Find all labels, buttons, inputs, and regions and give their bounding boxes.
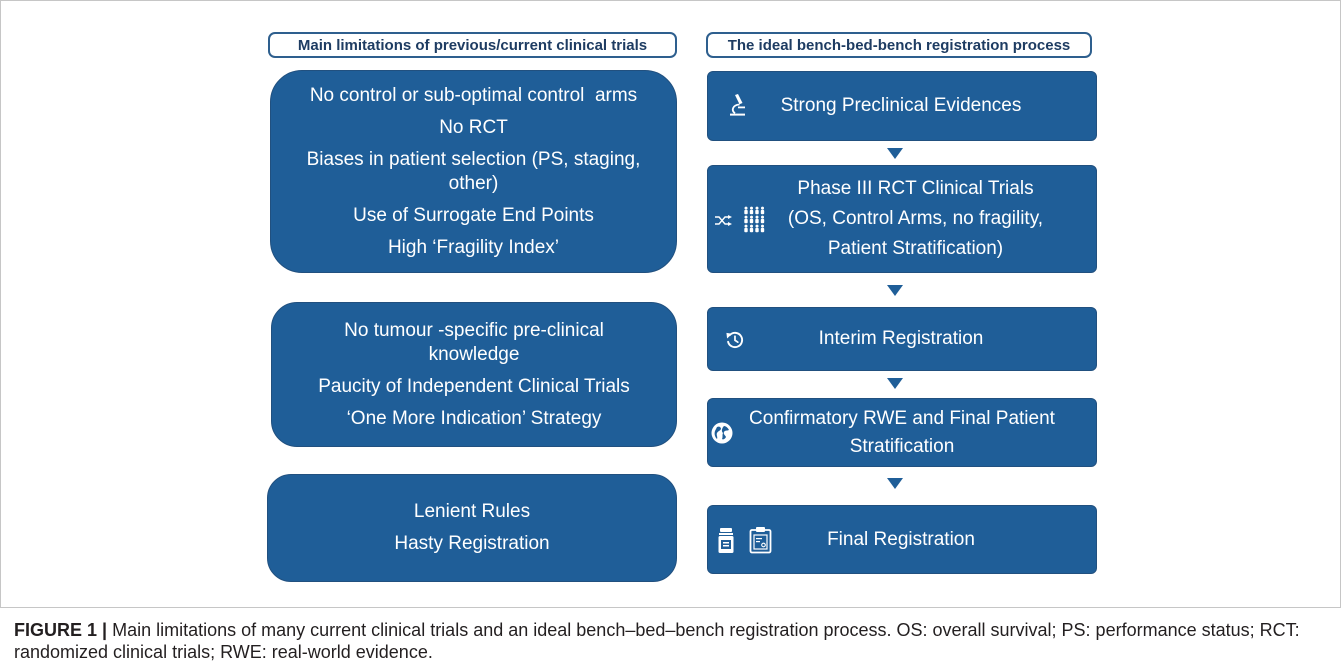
- history-icon: [725, 330, 744, 349]
- step-final-registration: Final Registration: [707, 505, 1097, 574]
- limitation-item: No tumour -specific pre-clinical knowled…: [344, 319, 604, 365]
- medicine-bottle-icon-graphic: [718, 528, 734, 553]
- down-arrow-icon: [887, 378, 903, 389]
- step-label: Phase III RCT Clinical Trials (OS, Contr…: [787, 178, 1044, 259]
- limitation-item: Biases in patient selection (PS, staging…: [306, 148, 641, 194]
- step-preclinical-evidence: Strong Preclinical Evidences: [707, 71, 1097, 141]
- step-label: Final Registration: [827, 528, 975, 550]
- medicine-bottle-icon: [718, 528, 734, 553]
- step-phase-iii-rct: Phase III RCT Clinical Trials (OS, Contr…: [707, 165, 1097, 273]
- limitation-item: Hasty Registration: [394, 533, 550, 554]
- limitation-item: No RCT: [439, 116, 508, 138]
- down-arrow-icon: [887, 478, 903, 489]
- limitations-box-knowledge: No tumour -specific pre-clinical knowled…: [271, 302, 677, 447]
- microscope-icon-graphic: [730, 94, 745, 116]
- history-icon-graphic: [726, 331, 744, 349]
- caption-text-line-2: randomized clinical trials; RWE: real-wo…: [14, 642, 433, 662]
- clipboard-icon-graphic: [749, 527, 772, 554]
- clipboard-icon: [749, 526, 772, 554]
- globe-icon-graphic: [711, 422, 733, 444]
- shuffle-icon: [715, 215, 732, 226]
- caption-line-1: FIGURE 1 | Main limitations of many curr…: [14, 619, 1300, 641]
- right-column-header: The ideal bench-bed-bench registration p…: [706, 32, 1092, 58]
- limitation-item: High ‘Fragility Index’: [387, 236, 560, 258]
- step-label: Confirmatory RWE and Final Patient Strat…: [749, 407, 1055, 457]
- right-column-header-text: The ideal bench-bed-bench registration p…: [727, 36, 1071, 54]
- patient-group-icon-graphic: [744, 206, 765, 233]
- caption-text-line-1: Main limitations of many current clinica…: [112, 620, 1300, 640]
- step-label: Strong Preclinical Evidences: [780, 95, 1022, 116]
- limitation-item: No control or sub-optimal control arms: [309, 84, 638, 106]
- left-column-header: Main limitations of previous/current cli…: [268, 32, 677, 58]
- step-interim-registration: Interim Registration: [707, 307, 1097, 371]
- limitation-item: Lenient Rules: [413, 501, 531, 522]
- figure-caption: FIGURE 1 | Main limitations of many curr…: [14, 619, 1300, 663]
- down-arrow-icon: [887, 148, 903, 159]
- step-confirmatory-rwe: Confirmatory RWE and Final Patient Strat…: [707, 398, 1097, 467]
- limitation-item: Paucity of Independent Clinical Trials: [318, 375, 630, 397]
- globe-icon: [711, 422, 733, 444]
- caption-label: FIGURE 1 |: [14, 620, 108, 640]
- left-column-header-text: Main limitations of previous/current cli…: [297, 36, 648, 54]
- limitations-box-trial-design: No control or sub-optimal control arms N…: [270, 70, 677, 273]
- limitations-box-regulation: Lenient Rules Hasty Registration: [267, 474, 677, 582]
- figure-frame: [0, 0, 1341, 608]
- patient-group-icon: [743, 206, 765, 233]
- limitation-item: ‘One More Indication’ Strategy: [346, 407, 602, 429]
- shuffle-icon-graphic: [715, 215, 732, 226]
- step-label: Interim Registration: [818, 328, 984, 349]
- down-arrow-icon: [887, 285, 903, 296]
- microscope-icon: [729, 94, 747, 116]
- caption-line-2: randomized clinical trials; RWE: real-wo…: [14, 641, 1300, 663]
- limitation-item: Use of Surrogate End Points: [353, 204, 594, 226]
